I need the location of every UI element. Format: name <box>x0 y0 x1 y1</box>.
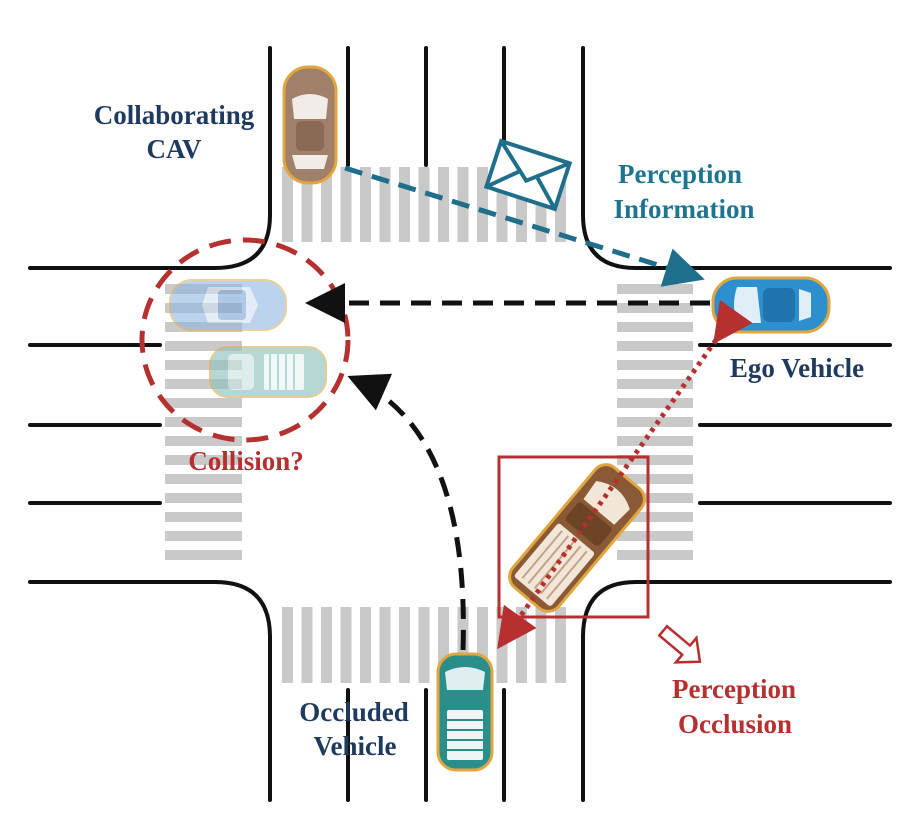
collaborating-cav-label: Collaborating <box>94 100 255 130</box>
collaborating-cav-label-line2: CAV <box>146 134 202 164</box>
crosswalk-stripe <box>477 167 488 242</box>
crosswalk-stripe <box>418 607 430 683</box>
perception-info-arrow <box>344 165 705 287</box>
crosswalk-stripe <box>617 550 693 560</box>
occluded-vehicle-car <box>436 652 494 772</box>
crosswalk-stripe <box>165 550 242 560</box>
crosswalk-stripe <box>165 379 242 389</box>
crosswalk-stripe <box>516 167 527 242</box>
crosswalk-stripe <box>496 167 508 242</box>
crosswalk-stripe <box>340 607 352 683</box>
crosswalk-stripe <box>340 167 352 242</box>
perception-information-label: Perception <box>618 159 742 189</box>
road-edge-north-east <box>581 46 892 270</box>
crosswalk-stripe <box>477 607 488 683</box>
perception-occlusion-label: Perception <box>672 674 796 704</box>
road-edge-south-west <box>28 580 272 802</box>
crosswalk-stripe <box>617 398 693 408</box>
occlusion-pointer-arrow <box>657 624 702 664</box>
crosswalk-stripe <box>360 167 371 242</box>
crosswalk-stripe <box>617 360 693 370</box>
perception-occlusion-label-line2: Occlusion <box>678 709 792 739</box>
crosswalk-stripe <box>555 167 566 242</box>
crosswalk-stripe <box>165 398 242 408</box>
crosswalk-stripe <box>617 436 693 446</box>
ghost-green-car <box>209 346 327 398</box>
crosswalk-stripe <box>418 167 430 242</box>
crosswalk-stripe <box>399 167 410 242</box>
collision-zone-circle <box>139 237 351 443</box>
crosswalk-stripe <box>301 607 313 683</box>
collaborating-cav-car <box>282 65 338 185</box>
crosswalk-stripe <box>438 167 449 242</box>
crosswalk-stripe <box>321 607 332 683</box>
envelope-icon <box>483 138 573 212</box>
crosswalk-stripe <box>617 284 693 294</box>
perception-information-label-line2: Information <box>614 194 755 224</box>
crosswalk-stripe <box>165 455 242 465</box>
occluded-vehicle-label-line2: Vehicle <box>314 731 397 761</box>
crosswalk-stripe <box>301 167 313 242</box>
crosswalk-stripe <box>379 607 391 683</box>
crosswalk-stripe <box>282 167 293 242</box>
crosswalk-stripe <box>165 512 242 522</box>
crosswalks <box>165 167 693 683</box>
crosswalk-stripe <box>617 379 693 389</box>
crosswalk-stripe <box>321 167 332 242</box>
crosswalk-stripe <box>617 322 693 332</box>
crosswalk-stripe <box>617 341 693 351</box>
crosswalk-stripe <box>438 607 449 683</box>
crosswalk-stripe <box>165 436 242 446</box>
crosswalk-stripe <box>360 607 371 683</box>
crosswalk-stripe <box>165 360 242 370</box>
ghost-blue-car <box>169 279 287 331</box>
crosswalk-stripe <box>379 167 391 242</box>
occluded-vehicle-label: Occluded <box>299 697 409 727</box>
ego-vehicle-label: Ego Vehicle <box>730 353 864 383</box>
crosswalk-stripe <box>165 474 242 484</box>
crosswalk-stripe <box>165 417 242 427</box>
crosswalk-stripe <box>282 607 293 683</box>
crosswalk-stripe <box>399 607 410 683</box>
crosswalk-stripe <box>165 341 242 351</box>
crosswalk-stripe <box>165 531 242 541</box>
crosswalk-stripe <box>165 493 242 503</box>
crosswalk-stripe <box>617 531 693 541</box>
road-edge-north-west <box>28 46 272 270</box>
ego-vehicle-car <box>711 276 831 334</box>
collision-label: Collision? <box>188 446 304 476</box>
